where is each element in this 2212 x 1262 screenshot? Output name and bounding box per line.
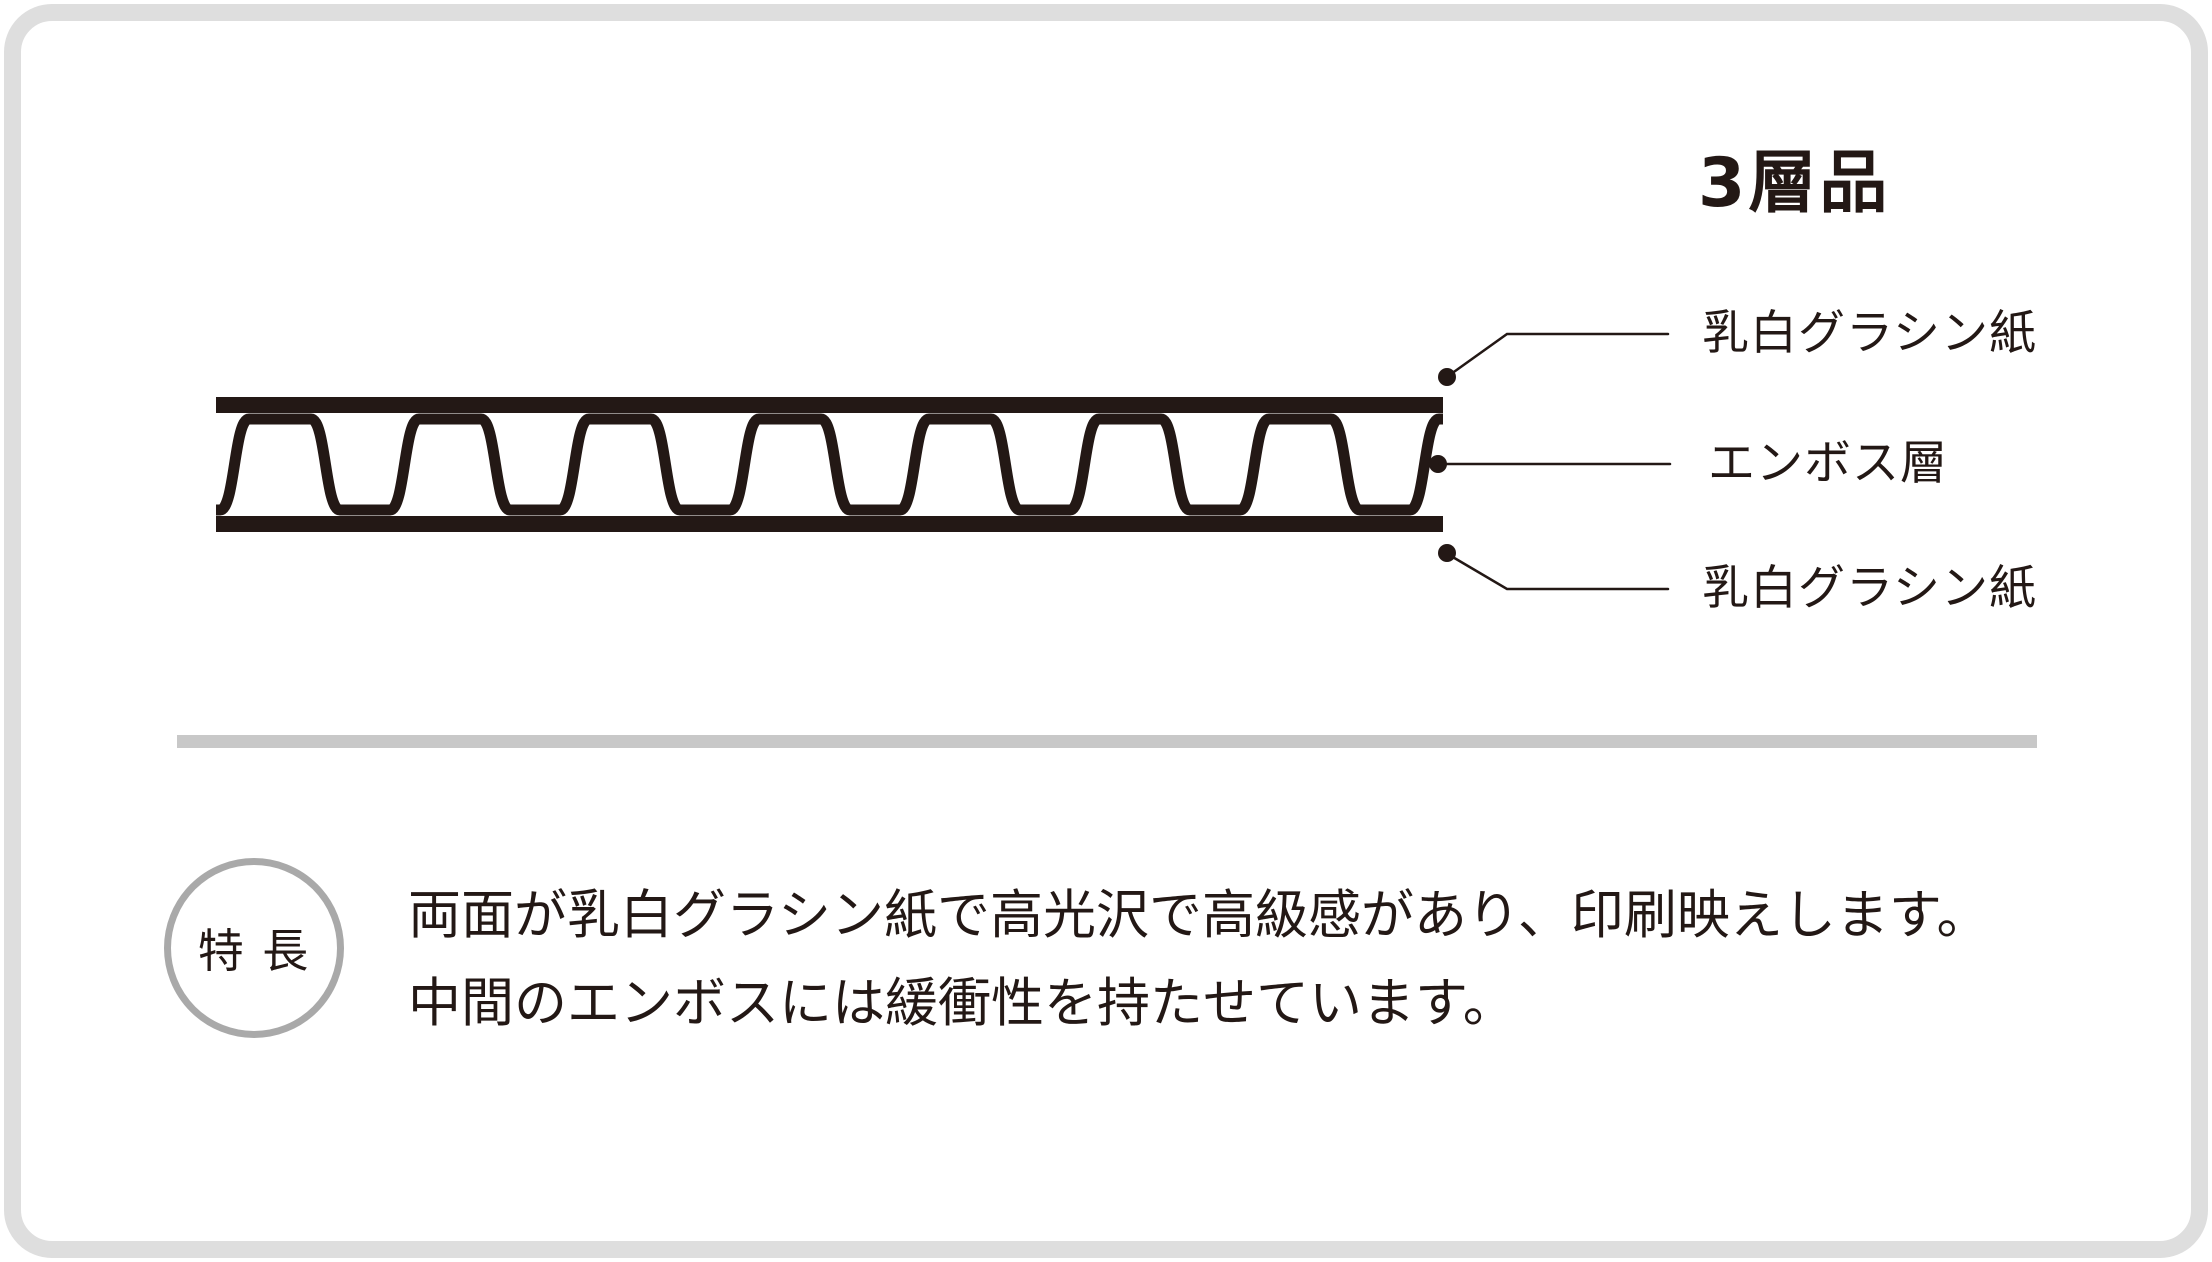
feature-description: 両面が乳白グラシン紙で高光沢で高級感があり、印刷映えします。 中間のエンボスには…: [408, 872, 1990, 1048]
feature-description-line2: 中間のエンボスには緩衝性を持たせています。: [408, 973, 1516, 1034]
layer-label-emboss: エンボス層: [1708, 436, 1948, 491]
section-divider: [177, 735, 2037, 748]
feature-badge-circle: 特 長: [164, 858, 344, 1038]
bottom-glassine-layer-bar: [216, 516, 1443, 532]
leader-dot-bottom: [1438, 544, 1456, 562]
layer-label-bottom-glassine: 乳白グラシン紙: [1702, 561, 2038, 616]
leader-line-bottom: [1449, 554, 1670, 591]
layer-label-top-glassine: 乳白グラシン紙: [1702, 306, 2038, 361]
leader-dot-top: [1438, 368, 1456, 386]
rounded-card: [4, 4, 2208, 1258]
emboss-wave: [214, 413, 1445, 516]
leader-line-top: [1449, 332, 1670, 376]
diagram-title: 3層品: [1698, 144, 1891, 223]
leader-dot-middle: [1429, 455, 1447, 473]
top-glassine-layer-bar: [216, 397, 1443, 413]
feature-description-line1: 両面が乳白グラシン紙で高光沢で高級感があり、印刷映えします。: [408, 885, 1990, 946]
feature-badge-label: 特 長: [197, 924, 311, 978]
layer-structure-diagram: [214, 332, 1672, 591]
